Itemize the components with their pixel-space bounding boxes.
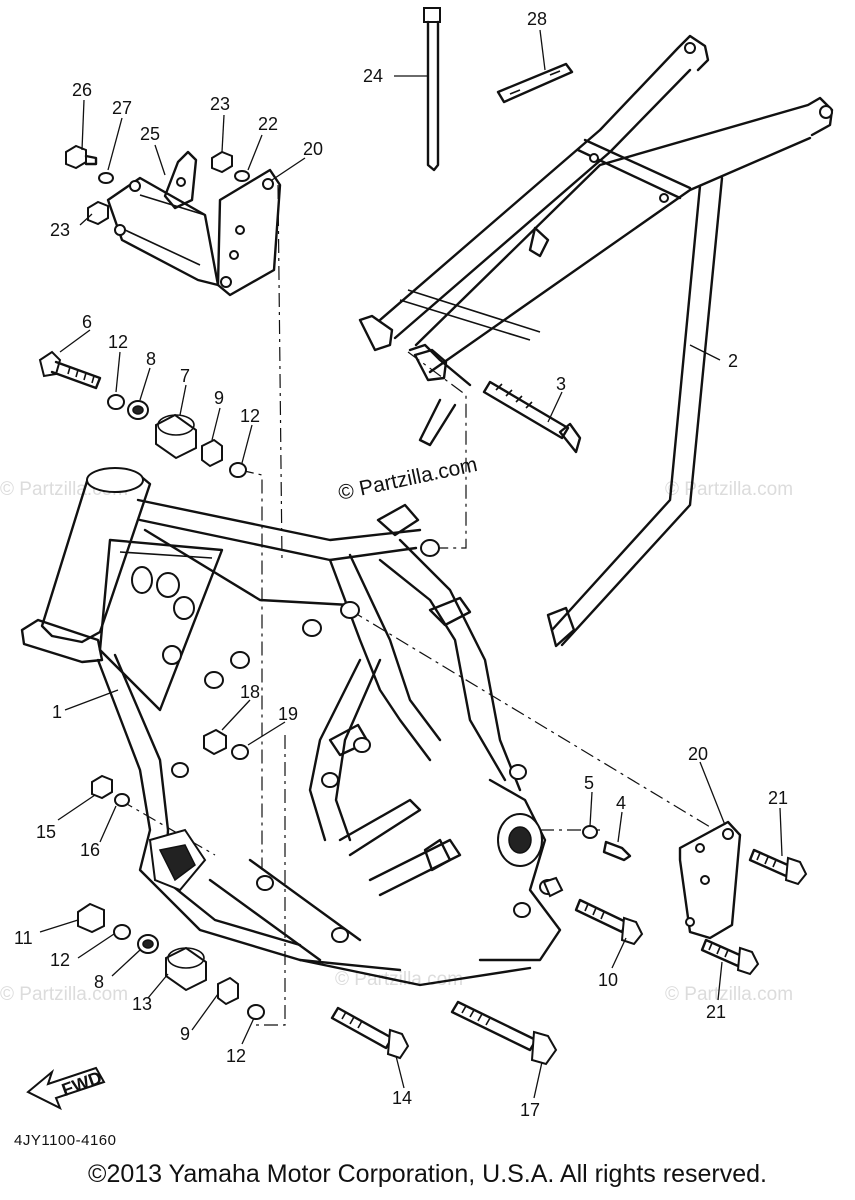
callout-8-upper: 8 — [146, 349, 156, 369]
callout-12-b: 12 — [240, 406, 260, 426]
collar-part-9-lower — [217, 976, 239, 1006]
callout-9-upper: 9 — [214, 388, 224, 408]
callout-25: 25 — [140, 124, 160, 144]
callout-14: 14 — [392, 1088, 412, 1108]
rear-frame-part-2 — [358, 34, 834, 648]
washer-part-5 — [582, 825, 598, 839]
nut-part-11 — [77, 902, 105, 934]
callout-23-lower: 23 — [50, 220, 70, 240]
washer-part-27 — [98, 172, 114, 184]
callout-12-a: 12 — [108, 332, 128, 352]
main-frame-part-1 — [20, 467, 562, 987]
plate-part-28 — [496, 62, 574, 104]
callout-15: 15 — [36, 822, 56, 842]
bolt-part-4 — [602, 840, 632, 862]
assembly-line-bracket — [277, 184, 283, 561]
washer-part-22 — [234, 170, 250, 182]
nut-part-15 — [91, 774, 113, 800]
callout-5: 5 — [584, 773, 594, 793]
callout-10: 10 — [598, 970, 618, 990]
callout-23-upper: 23 — [210, 94, 230, 114]
bolt-part-10 — [542, 876, 644, 946]
engine-bracket-rear-part-20 — [106, 176, 220, 287]
watermark-center: © Partzilla.com — [336, 453, 479, 505]
washer-part-12-c — [113, 924, 131, 940]
callout-1: 1 — [52, 702, 62, 722]
callout-8-lower: 8 — [94, 972, 104, 992]
callout-17: 17 — [520, 1100, 540, 1120]
cable-tie-part-24 — [423, 7, 441, 172]
callout-6: 6 — [82, 312, 92, 332]
watermark-right: © Partzilla.com — [665, 479, 793, 500]
engine-bracket-part-20 — [216, 168, 282, 297]
assembly-line-rear-frame — [407, 351, 467, 549]
bolt-part-17 — [450, 1000, 558, 1066]
callout-20-upper: 20 — [303, 139, 323, 159]
callout-18: 18 — [240, 682, 260, 702]
callout-12-d: 12 — [226, 1046, 246, 1066]
washer-part-12-d — [247, 1004, 265, 1020]
watermark-bottom-right: © Partzilla.com — [665, 984, 793, 1005]
fwd-arrow-icon: FWD — [26, 1066, 106, 1111]
diagram-code: 4JY1100-4160 — [14, 1132, 117, 1149]
spacer-part-13 — [165, 946, 207, 992]
callout-2: 2 — [728, 351, 738, 371]
callout-22: 22 — [258, 114, 278, 134]
washer-part-12-b — [229, 462, 247, 478]
bolt-part-14 — [330, 1006, 410, 1060]
callout-13: 13 — [132, 994, 152, 1014]
watermark-bottom-left: © Partzilla.com — [0, 984, 128, 1005]
callout-19: 19 — [278, 704, 298, 724]
bolt-part-6 — [38, 350, 102, 390]
callout-21-lower: 21 — [706, 1002, 726, 1022]
collar-part-8-upper — [127, 400, 149, 420]
callout-12-c: 12 — [50, 950, 70, 970]
callout-24: 24 — [363, 66, 383, 86]
assembly-line-engine-mount-lower — [255, 735, 286, 1026]
assembly-line-rear-bracket — [349, 609, 716, 831]
callout-3: 3 — [556, 374, 566, 394]
callout-9-lower: 9 — [180, 1024, 190, 1044]
callout-26: 26 — [72, 80, 92, 100]
fwd-label: FWD — [59, 1067, 104, 1100]
nut-part-26 — [65, 144, 98, 170]
bolt-part-3 — [482, 380, 582, 454]
rear-bracket-part-20 — [678, 820, 742, 940]
washer-part-19 — [231, 744, 249, 760]
plate-part-25 — [163, 150, 198, 210]
washer-part-12-a — [107, 394, 125, 410]
bolt-part-21-upper — [748, 848, 808, 886]
callout-numbers: 24 28 26 27 25 23 22 20 23 6 12 8 7 9 12… — [14, 9, 788, 1120]
callout-27: 27 — [112, 98, 132, 118]
callout-7: 7 — [180, 366, 190, 386]
washer-part-16 — [114, 793, 130, 807]
nut-part-23-lower — [87, 200, 109, 226]
collar-part-18 — [203, 728, 227, 756]
callout-leaders — [39, 29, 783, 1099]
collar-part-8-lower — [137, 934, 159, 954]
bolt-part-21-lower — [700, 938, 760, 976]
callout-21-upper: 21 — [768, 788, 788, 808]
spacer-part-7 — [155, 413, 197, 460]
callout-4: 4 — [616, 793, 626, 813]
assembly-line-engine-mount-front — [239, 469, 263, 870]
callout-16: 16 — [80, 840, 100, 860]
callout-28: 28 — [527, 9, 547, 29]
collar-part-9-upper — [201, 438, 223, 468]
nut-part-23-upper — [211, 150, 233, 174]
callout-11: 11 — [14, 928, 33, 948]
callout-20-lower: 20 — [688, 744, 708, 764]
copyright-notice: ©2013 Yamaha Motor Corporation, U.S.A. A… — [88, 1160, 767, 1188]
